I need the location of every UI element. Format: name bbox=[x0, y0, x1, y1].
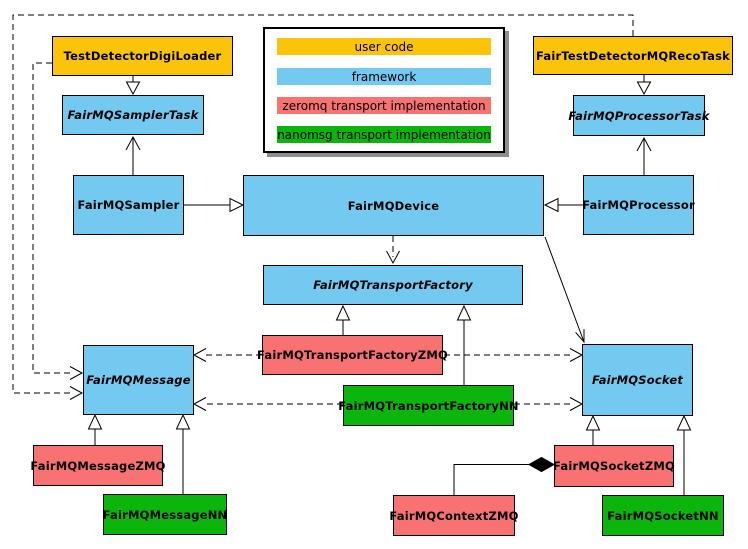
edge-processor-processortask bbox=[636, 136, 652, 175]
edge-messagezmq-message bbox=[87, 413, 103, 445]
legend-item-nanomsg: nanomsg transport implementation bbox=[277, 126, 491, 143]
node-fairmqcontextzmq: FairMQContextZMQ bbox=[389, 495, 518, 536]
edge-socketzmq-socket bbox=[585, 414, 601, 445]
node-fairmqtransportfactoryzmq: FairMQTransportFactoryZMQ bbox=[257, 335, 448, 375]
edge-factorynn-transportfactory bbox=[456, 304, 472, 385]
edge-factoryzmq-message bbox=[192, 348, 262, 362]
edge-sampler-device bbox=[184, 197, 245, 213]
node-fairmqsocketnn: FairMQSocketNN bbox=[602, 495, 724, 536]
edge-factorynn-message bbox=[192, 397, 343, 411]
node-fairmqprocessortask: FairMQProcessorTask bbox=[568, 95, 709, 136]
node-fairmqmessagenn: FairMQMessageNN bbox=[103, 494, 227, 535]
node-fairtestdetectormqrecotask: FairTestDetectorMQRecoTask bbox=[533, 36, 733, 75]
node-fairmqtransportfactorynn: FairMQTransportFactoryNN bbox=[338, 385, 519, 426]
edge-recotask-processortask bbox=[636, 75, 652, 96]
node-fairmqsamplertask: FairMQSamplerTask bbox=[62, 95, 204, 135]
node-fairmqtransportfactory: FairMQTransportFactory bbox=[263, 265, 523, 305]
edge-factoryzmq-transportfactory bbox=[335, 304, 351, 335]
edge-device-transportfactory bbox=[386, 236, 400, 265]
edge-digiloader-message bbox=[32, 62, 84, 380]
edge-factoryzmq-socket bbox=[444, 348, 584, 362]
edge-device-socket bbox=[544, 236, 585, 344]
node-testdetectordigiloader: TestDetectorDigiLoader bbox=[52, 36, 233, 76]
edge-factorynn-socket bbox=[514, 397, 584, 411]
node-fairmqprocessor: FairMQProcessor bbox=[582, 175, 695, 235]
node-fairmqsocketzmq: FairMQSocketZMQ bbox=[553, 445, 675, 487]
legend: user code framework zeromq transport imp… bbox=[263, 27, 505, 153]
edge-socketnn-socket bbox=[676, 414, 692, 495]
node-fairmqmessage: FairMQMessage bbox=[83, 345, 194, 415]
legend-item-framework: framework bbox=[277, 68, 491, 85]
node-fairmqsampler: FairMQSampler bbox=[73, 175, 184, 235]
node-fairmqmessagezmq: FairMQMessageZMQ bbox=[30, 445, 165, 486]
legend-item-user-code: user code bbox=[277, 38, 491, 55]
node-fairmqdevice: FairMQDevice bbox=[243, 175, 544, 236]
edge-digiloader-samplertask bbox=[125, 76, 141, 96]
edge-messagenn-message bbox=[175, 413, 191, 494]
edge-sampler-samplertask bbox=[125, 135, 141, 175]
legend-item-zeromq: zeromq transport implementation bbox=[277, 97, 491, 114]
edge-contextzmq-socketzmq bbox=[453, 456, 556, 495]
edge-recotask-message bbox=[12, 14, 634, 400]
node-fairmqsocket: FairMQSocket bbox=[582, 344, 693, 416]
edge-processor-device bbox=[543, 197, 583, 213]
